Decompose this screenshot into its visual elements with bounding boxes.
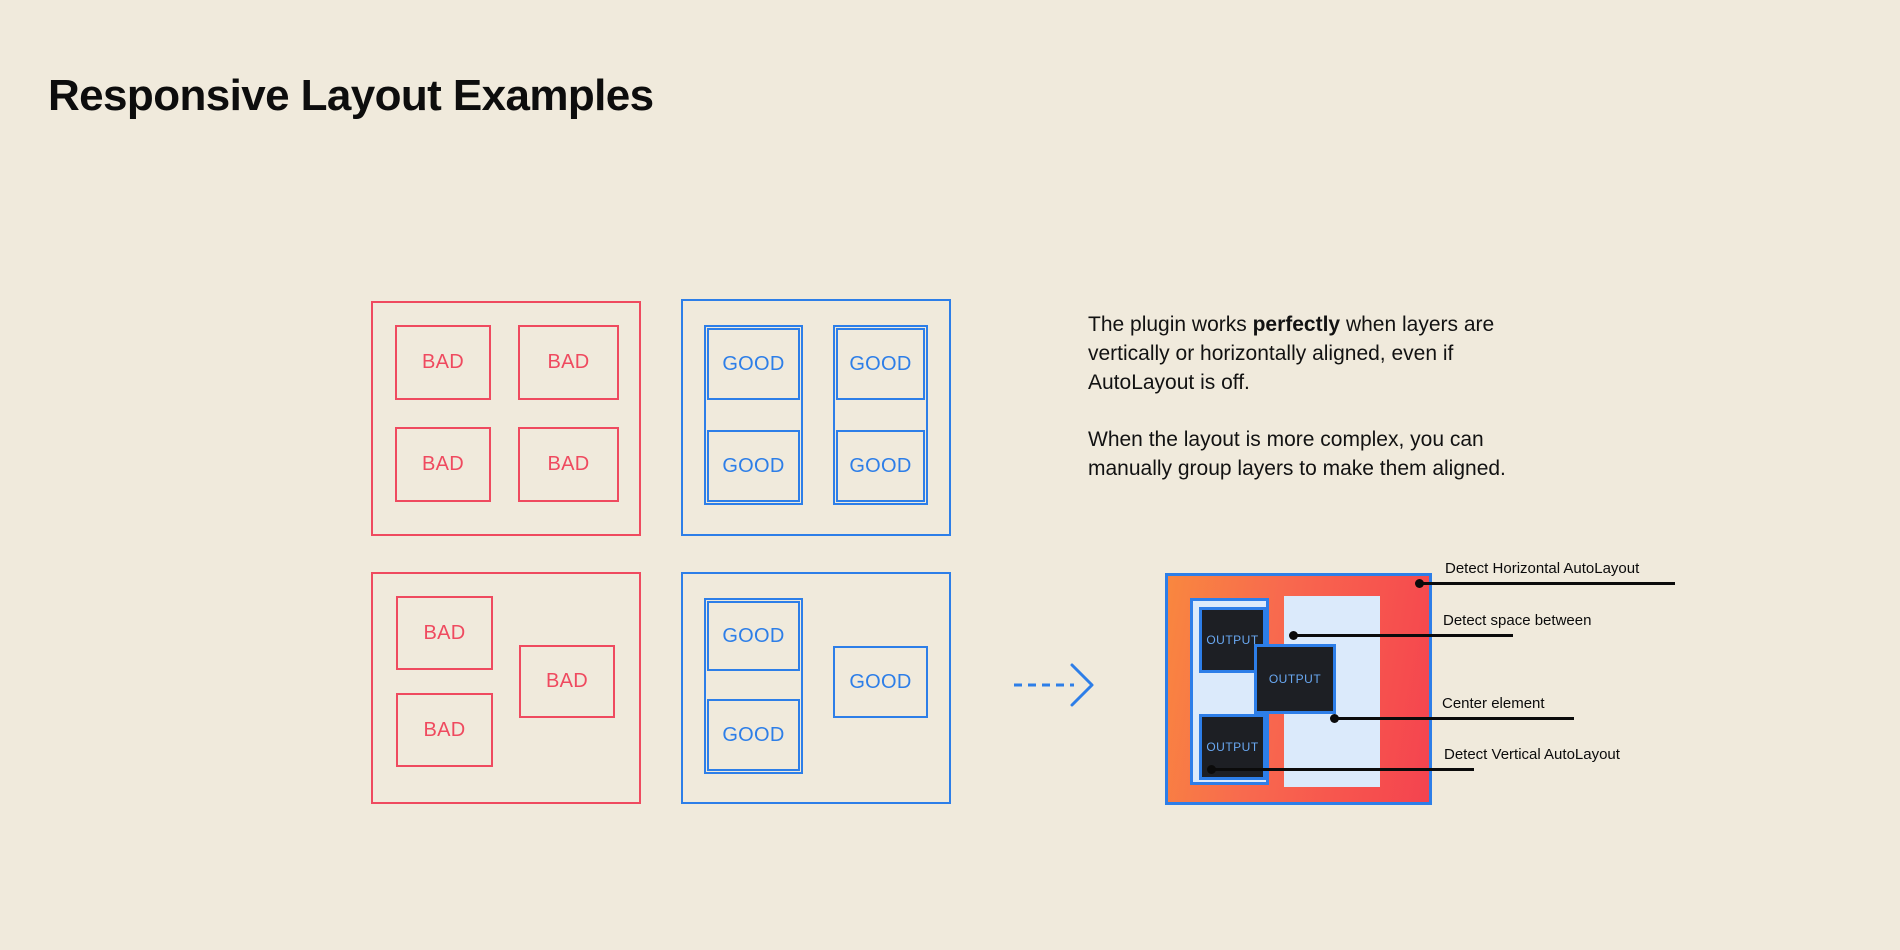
box-label: GOOD xyxy=(849,454,912,477)
good-free-box-2: GOOD xyxy=(707,699,800,771)
good-grid-box-1: GOOD xyxy=(707,328,800,400)
box-label: BAD xyxy=(545,670,589,692)
bad-free-box-2: BAD xyxy=(396,693,493,767)
good-grid-box-3: GOOD xyxy=(707,430,800,502)
copy-p1-after: when layers are vertically or horizontal… xyxy=(1088,313,1495,394)
annotation-leader-line xyxy=(1211,768,1474,771)
annotation-dot xyxy=(1289,631,1298,640)
good-free-box-1: GOOD xyxy=(707,601,800,671)
box-label: BAD xyxy=(547,453,590,475)
copy-p1-bold: perfectly xyxy=(1252,313,1341,336)
box-label: GOOD xyxy=(849,352,912,375)
good-free-box-3: GOOD xyxy=(833,646,928,718)
box-label: BAD xyxy=(423,718,466,741)
output-label: OUTPUT xyxy=(1206,740,1259,754)
annotation-label: Detect Horizontal AutoLayout xyxy=(1445,560,1640,577)
good-freeform-panel: GOOD GOOD GOOD xyxy=(681,572,951,804)
good-grid-box-2: GOOD xyxy=(836,328,925,400)
box-label: BAD xyxy=(423,621,466,644)
box-label: GOOD xyxy=(722,723,785,746)
output-label: OUTPUT xyxy=(1268,672,1322,686)
box-label: GOOD xyxy=(722,454,785,477)
annotation-label: Detect Vertical AutoLayout xyxy=(1444,746,1620,763)
annotation-dot xyxy=(1415,579,1424,588)
annotation-leader-line xyxy=(1419,582,1675,585)
good-grid-panel: GOOD GOOD GOOD GOOD xyxy=(681,299,951,536)
annotation-leader-line xyxy=(1334,717,1574,720)
good-free-group-left xyxy=(704,598,803,774)
box-label: GOOD xyxy=(722,624,785,647)
good-grid-box-4: GOOD xyxy=(836,430,925,502)
explanatory-copy: The plugin works perfectly when layers a… xyxy=(1088,310,1558,483)
box-label: GOOD xyxy=(849,670,912,693)
annotation-label: Detect space between xyxy=(1443,612,1592,629)
annotation-leader-line xyxy=(1293,634,1513,637)
box-label: GOOD xyxy=(722,352,785,375)
bad-free-box-1: BAD xyxy=(396,596,493,670)
annotation-dot xyxy=(1330,714,1339,723)
bad-grid-box-4: BAD xyxy=(518,427,619,502)
copy-paragraph-2: When the layout is more complex, you can… xyxy=(1088,428,1506,480)
good-grid-group-left xyxy=(704,325,803,505)
autolayout-detection-diagram: OUTPUT OUTPUT OUTPUT xyxy=(1165,573,1432,805)
good-grid-group-right xyxy=(833,325,928,505)
output-label: OUTPUT xyxy=(1206,633,1259,647)
copy-paragraph-1: The plugin works perfectly when layers a… xyxy=(1088,310,1558,397)
dashed-arrow-right-icon xyxy=(1012,662,1102,708)
annotation-dot xyxy=(1207,765,1216,774)
bad-grid-panel: BAD BAD BAD BAD xyxy=(371,301,641,536)
output-box-center: OUTPUT xyxy=(1254,644,1336,714)
diagram-outer-frame: OUTPUT OUTPUT OUTPUT xyxy=(1165,573,1432,805)
page-title: Responsive Layout Examples xyxy=(48,71,654,121)
bad-grid-box-1: BAD xyxy=(395,325,491,400)
copy-p1-before: The plugin works xyxy=(1088,313,1253,336)
annotation-label: Center element xyxy=(1442,695,1545,712)
box-label: BAD xyxy=(421,453,465,475)
box-label: BAD xyxy=(421,351,465,373)
box-label: BAD xyxy=(547,351,590,373)
bad-freeform-panel: BAD BAD BAD xyxy=(371,572,641,804)
bad-grid-box-2: BAD xyxy=(518,325,619,400)
bad-free-box-3: BAD xyxy=(519,645,615,718)
bad-grid-box-3: BAD xyxy=(395,427,491,502)
